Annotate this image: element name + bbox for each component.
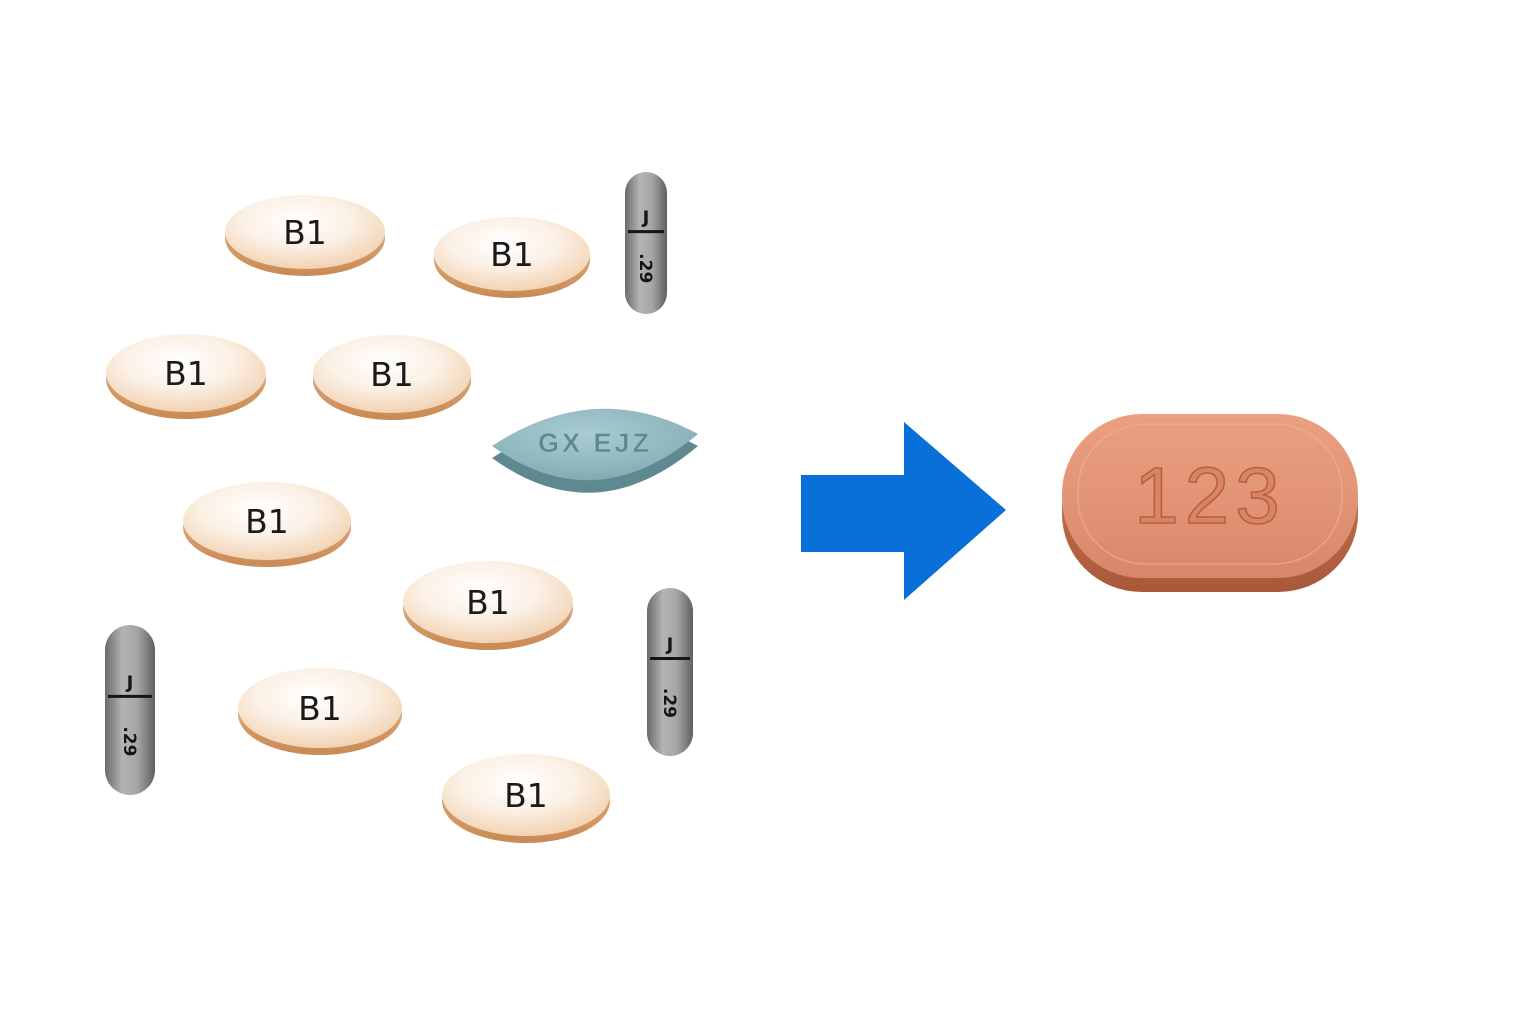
b1-tablet-label: B1 <box>298 689 342 728</box>
b1-tablet-label: B1 <box>370 355 414 394</box>
result-tablet-label: 123 <box>1134 451 1285 540</box>
b1-tablet: B1 <box>225 195 385 276</box>
blue-tablet-label: GX EJZ <box>538 428 652 458</box>
blue-tablet: GX EJZ <box>492 408 698 493</box>
capsule: J .29 <box>647 588 693 756</box>
b1-tablet: B1 <box>106 334 266 419</box>
capsule: J .29 <box>625 172 667 314</box>
b1-tablet: B1 <box>434 217 590 298</box>
capsule-bottom-mark: .29 <box>635 253 655 283</box>
capsule-bottom-mark: .29 <box>659 688 679 718</box>
b1-tablet: B1 <box>183 482 351 567</box>
b1-tablet-label: B1 <box>490 235 534 274</box>
b1-tablet-label: B1 <box>245 502 289 541</box>
capsule-bottom-mark: .29 <box>119 726 139 756</box>
result-tablet: 123 <box>1062 414 1358 592</box>
capsule-top-mark: J <box>125 672 134 693</box>
b1-tablet-label: B1 <box>164 354 208 393</box>
capsule-top-mark: J <box>641 208 650 229</box>
b1-tablet: B1 <box>403 561 573 650</box>
right-arrow-icon <box>801 422 1006 600</box>
capsule: J .29 <box>105 625 155 795</box>
b1-tablet-label: B1 <box>504 776 548 815</box>
capsule-top-mark: J <box>665 635 674 656</box>
b1-tablet-label: B1 <box>283 213 327 252</box>
b1-tablet-label: B1 <box>466 583 510 622</box>
b1-tablet: B1 <box>442 754 610 843</box>
capsules-group: J.29J.29J.29 <box>105 172 693 795</box>
b1-tablet: B1 <box>313 335 471 420</box>
b1-tablet: B1 <box>238 668 402 755</box>
